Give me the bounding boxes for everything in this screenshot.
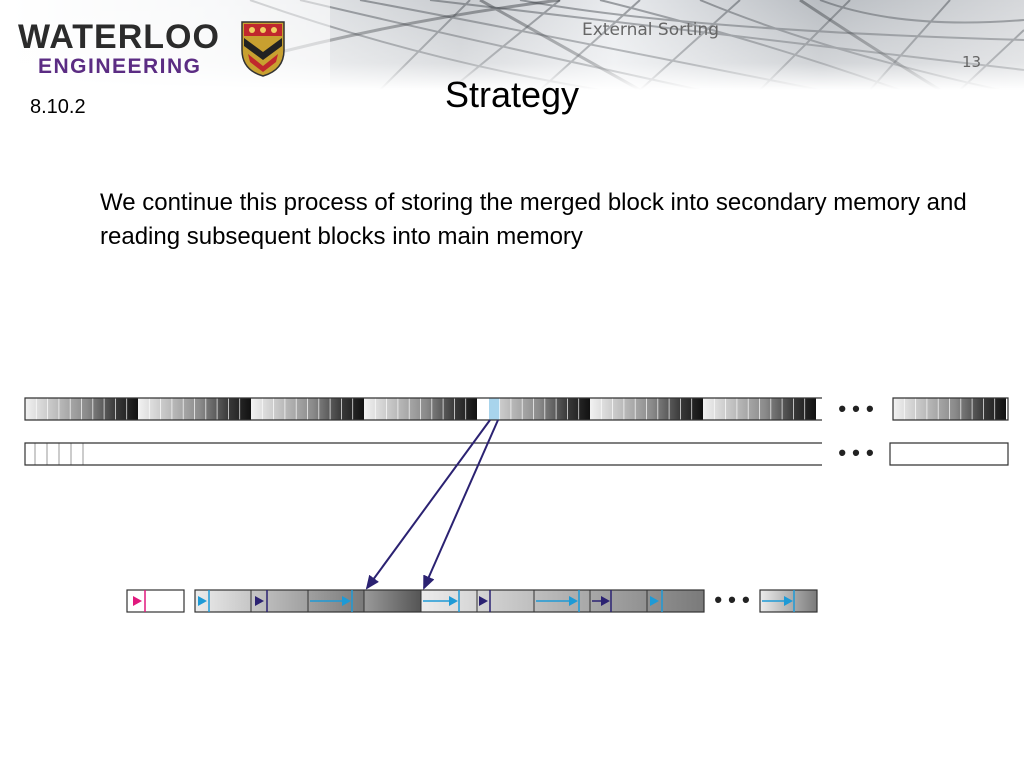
course-title: External Sorting: [582, 20, 720, 40]
navy-pointer: [479, 590, 491, 612]
source-tape: • • •: [24, 396, 1009, 421]
page-number: 13: [962, 53, 982, 71]
read-arrow: [365, 419, 491, 590]
navy-pointer: [255, 590, 268, 612]
cyan-pointer: [198, 590, 210, 612]
destination-tape: • • •: [24, 440, 1009, 466]
navy-pointer: [592, 590, 612, 612]
ellipsis: • • •: [838, 440, 873, 465]
external-sort-diagram: • • • • • •: [24, 396, 1009, 613]
cyan-pointer: [423, 590, 460, 612]
logo-engineering-text: ENGINEERING: [38, 55, 202, 78]
ellipsis: • • •: [838, 396, 873, 421]
pointer-icon: [133, 596, 142, 606]
output-buffer: [126, 589, 185, 613]
cyan-pointer: [650, 590, 663, 612]
input-buffers: [194, 589, 818, 613]
cyan-pointer: [762, 590, 795, 612]
ellipsis: • • •: [714, 587, 749, 612]
header-banner: WATERLOO ENGINEERING External Sorting 13: [0, 0, 1024, 90]
cyan-pointer: [310, 590, 353, 612]
banner-background: [0, 0, 1024, 90]
highlighted-cell: [489, 398, 500, 420]
slide-body-text: We continue this process of storing the …: [100, 189, 967, 250]
cyan-pointer: [536, 590, 580, 612]
logo-waterloo-text: WATERLOO: [18, 18, 220, 56]
slide-title: Strategy: [444, 74, 580, 115]
university-crest-icon: [241, 21, 285, 77]
read-arrow: [423, 419, 499, 590]
section-number: 8.10.2: [30, 96, 86, 118]
